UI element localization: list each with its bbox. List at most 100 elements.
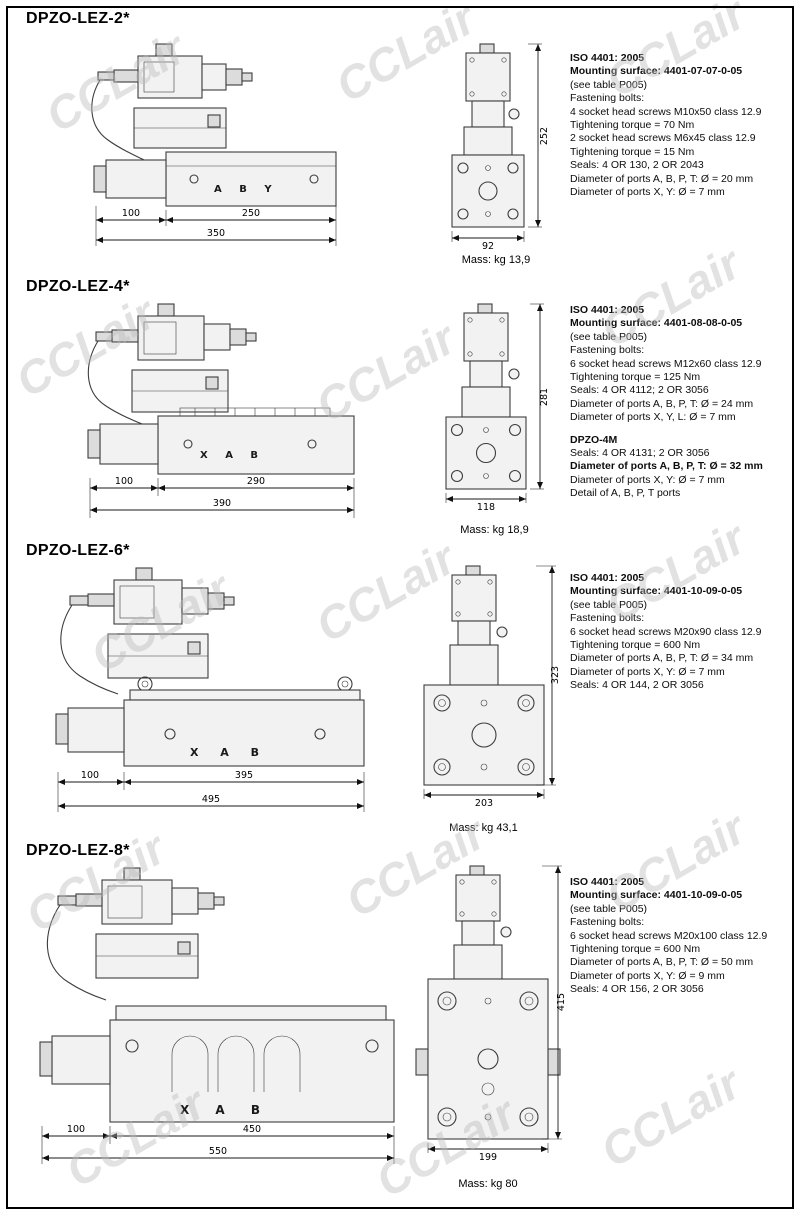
dim-label: 290 [247, 476, 265, 487]
dim-label: 281 [539, 388, 550, 406]
section-title: DPZO-LEZ-6* [26, 542, 130, 559]
section-dpzo-lez-4: DPZO-LEZ-4* [8, 276, 792, 540]
spec-line: Seals: 4 OR 156, 2 OR 3056 [570, 983, 704, 996]
spec-line: Diameter of ports A, B, P, T: Ø = 24 mm [570, 397, 754, 410]
spec-line: Fastening bolts: [570, 92, 645, 105]
dim-label: 203 [475, 798, 493, 809]
mid-front [453, 920, 512, 980]
dimension-lines: 100 290 390 [89, 476, 355, 518]
spec-line: 6 socket head screws M12x60 class 12.9 [570, 357, 762, 370]
dim-label: 350 [207, 228, 225, 239]
pilot-front [451, 565, 497, 622]
lez6-front-view-drawing: 203 323 [423, 565, 561, 809]
section-title: DPZO-LEZ-4* [26, 278, 130, 295]
lez6-side-view-drawing: X A B 100 395 495 [55, 567, 365, 812]
spec-line: 6 socket head screws M20x100 class 12.9 [570, 929, 768, 942]
dim-label: 92 [482, 241, 494, 252]
port-labels: X A B [190, 746, 268, 759]
main-valve-body: X A B [87, 407, 355, 475]
section-title: DPZO-LEZ-8* [26, 842, 130, 859]
mid-front [449, 620, 508, 686]
spec-line: Tightening torque = 600 Nm [570, 943, 701, 956]
dim-label: 550 [209, 1146, 227, 1157]
spec-line: Diameter of ports A, B, P, T: Ø = 34 mm [570, 652, 754, 665]
dimension-lines: 100 395 495 [57, 770, 365, 812]
section-dpzo-lez-6: DPZO-LEZ-6* [8, 540, 792, 840]
spec-line: 4 socket head screws M10x50 class 12.9 [570, 105, 762, 118]
mass-label: Mass: kg 13,9 [461, 254, 531, 266]
cable-line [91, 79, 145, 161]
spec-line: Mounting surface: 4401-10-09-0-05 [570, 585, 743, 598]
spec-line: Diameter of ports X, Y: Ø = 7 mm [570, 473, 725, 486]
spec-line: (see table P005) [570, 902, 648, 915]
cable-line [60, 604, 119, 695]
dim-label: 100 [115, 476, 133, 487]
dim-label: 118 [477, 502, 495, 513]
spec-line: 2 socket head screws M6x45 class 12.9 [570, 132, 756, 145]
spec-line: Detail of A, B, P, T ports [570, 487, 681, 500]
spec-line: Tightening torque = 15 Nm [570, 145, 695, 158]
intermediate-stage [133, 107, 227, 149]
mounting-flange [423, 684, 545, 786]
pilot-valve-assembly [69, 567, 235, 625]
spec-line: ISO 4401: 2005 [570, 304, 645, 316]
dimension-lines: 100 450 550 [41, 1124, 395, 1164]
pilot-front [455, 865, 501, 922]
spec-line: Fastening bolts: [570, 344, 645, 357]
pilot-valve-assembly [95, 303, 257, 361]
section-dpzo-lez-8: DPZO-LEZ-8* [8, 840, 792, 1208]
spec-line: 6 socket head screws M20x90 class 12.9 [570, 625, 762, 638]
spec-line: Mounting surface: 4401-08-08-0-05 [570, 317, 743, 330]
spec-line: (see table P005) [570, 78, 648, 91]
dim-label: 450 [243, 1124, 261, 1135]
mounting-flange [451, 154, 525, 228]
spec-block: ISO 4401: 2005 Mounting surface: 4401-08… [570, 304, 800, 501]
mass-label: Mass: kg 43,1 [449, 822, 518, 834]
dim-label: 199 [479, 1152, 497, 1163]
dim-label: 323 [550, 666, 561, 684]
lez8-front-view-drawing: 199 415 [415, 865, 567, 1163]
spec-line: Tightening torque = 600 Nm [570, 639, 701, 652]
lez4-side-view-drawing: X A B 100 290 390 [87, 303, 355, 518]
spec-line: Diameter of ports X, Y: Ø = 7 mm [570, 665, 725, 678]
spec-line: ISO 4401: 2005 [570, 572, 645, 584]
pilot-valve-assembly [57, 867, 225, 925]
spec-line: Tightening torque = 70 Nm [570, 119, 695, 132]
main-valve-body: A B Y [93, 151, 337, 207]
dim-label: 395 [235, 770, 253, 781]
section-dpzo-lez-2: DPZO-LEZ-2* [8, 8, 792, 276]
mass-label: Mass: kg 80 [458, 1178, 518, 1190]
pilot-valve-assembly [97, 43, 253, 99]
port-labels: X A B [180, 1103, 271, 1117]
main-valve-body: X A B [39, 1005, 395, 1123]
cable-line [87, 340, 143, 425]
mounting-flange [445, 416, 527, 490]
intermediate-stage [131, 369, 229, 413]
mass-label: Mass: kg 18,9 [460, 524, 529, 536]
spec-line: Diameter of ports X, Y: Ø = 9 mm [570, 969, 725, 982]
spec-line: Mounting surface: 4401-07-07-0-05 [570, 65, 743, 78]
spec-line: (see table P005) [570, 330, 648, 343]
dim-label: 390 [213, 498, 231, 509]
dim-label: 415 [556, 993, 567, 1011]
dim-label: 100 [67, 1124, 85, 1135]
spec-block: ISO 4401: 2005 Mounting surface: 4401-07… [570, 52, 800, 199]
spec-block: ISO 4401: 2005 Mounting surface: 4401-10… [570, 876, 800, 997]
mid-front [461, 360, 520, 418]
lez8-side-view-drawing: X A B 100 450 550 [39, 867, 395, 1164]
dimension-lines: 92 252 [451, 43, 550, 252]
spec-line: Seals: 4 OR 144, 2 OR 3056 [570, 679, 704, 692]
spec-line: Diameter of ports A, B, P, T: Ø = 50 mm [570, 956, 754, 969]
spec-line: Fastening bolts: [570, 612, 645, 625]
section-title: DPZO-LEZ-2* [26, 10, 130, 27]
dim-label: 100 [122, 208, 140, 219]
lez2-side-view-drawing: A B Y 100 250 350 [91, 43, 337, 246]
spec-line: Diameter of ports X, Y, L: Ø = 7 mm [570, 411, 736, 424]
spec-line: ISO 4401: 2005 [570, 876, 645, 888]
dimension-lines: 100 250 350 [95, 206, 337, 246]
main-valve-body: X A B [55, 676, 365, 767]
dimension-lines: 118 281 [445, 303, 550, 513]
dim-label: 495 [202, 794, 220, 805]
spec-line: Seals: 4 OR 130, 2 OR 2043 [570, 159, 704, 172]
intermediate-stage [95, 933, 199, 979]
